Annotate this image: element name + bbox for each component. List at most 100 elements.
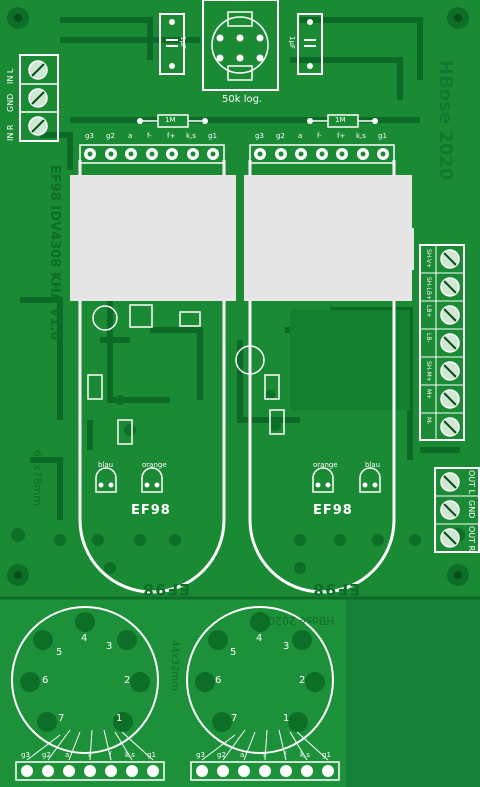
socket1-row-g1: g1 <box>147 751 156 759</box>
tube-pin-rows <box>79 144 395 164</box>
mirror-tube-label-right: EF98 <box>312 580 361 599</box>
tube2-pin-ks: k,s <box>356 132 366 140</box>
tube1-pin-ks: k,s <box>186 132 196 140</box>
socket1-row-ks: k,s <box>125 751 135 759</box>
tube2-pin-g3: g3 <box>255 132 264 140</box>
socket2-pin-2: 2 <box>299 675 306 686</box>
socket1-pin-3: 3 <box>106 641 113 652</box>
label-sticker-left <box>70 175 236 301</box>
potentiometer <box>202 0 279 91</box>
grid-resistor-left <box>137 114 208 128</box>
ground-pour <box>290 310 410 410</box>
cap-label-right: 1µF <box>288 36 296 49</box>
led-pads <box>98 482 378 488</box>
heater-label-shlb: SH-LB+ <box>425 277 432 300</box>
tube1-name: EF98 <box>131 503 171 518</box>
mirror-bottom-title: HBose 2020 <box>268 614 335 627</box>
tube1-pin-g2: g2 <box>106 132 115 140</box>
mounting-holes <box>7 7 469 586</box>
resistor-label-right: 1M <box>335 116 346 124</box>
socket2-row-a: a <box>240 751 245 759</box>
dims-left: 64x78mm <box>31 450 44 506</box>
socket1-pin-6: 6 <box>42 675 49 686</box>
heater-label-m-plus: M+ <box>425 389 432 400</box>
socket1-row-f2: f <box>109 751 112 759</box>
socket1-pin-2: 2 <box>124 675 131 686</box>
board-title: HBose 2020 <box>435 60 456 181</box>
socket-leads <box>26 729 329 761</box>
socket2-pin-5: 5 <box>230 647 237 658</box>
socket1-pin-1: 1 <box>116 713 123 724</box>
gnd-in-label: GND <box>6 93 15 112</box>
socket-pads <box>20 612 325 732</box>
tube2-led-left: orange <box>313 461 338 469</box>
heater-label-lb-plus: LB+ <box>425 305 432 318</box>
socket2-pin-3: 3 <box>283 641 290 652</box>
resistor-label-left: 1M <box>165 116 176 124</box>
pot-label: 50k log. <box>222 94 263 105</box>
socket2-row-f2: f <box>284 751 287 759</box>
capacitor-right <box>297 13 323 75</box>
heater-label-shm: SH-M+ <box>425 361 432 382</box>
leds <box>95 467 381 493</box>
socket1-row-g3: g3 <box>21 751 30 759</box>
socket1-pin-7: 7 <box>58 713 65 724</box>
small-components <box>87 304 285 445</box>
tube1-pin-f-minus: f- <box>147 132 152 140</box>
socket-outlines <box>11 606 334 754</box>
socket2-row-f1: f <box>263 751 266 759</box>
mirror-board-title: EF98 IDV4308 KHA V1.0 <box>47 165 62 341</box>
socket2-row-g2: g2 <box>217 751 226 759</box>
output-terminal <box>434 467 480 553</box>
label-sticker-right <box>244 175 412 301</box>
cap-label-left: 1µF <box>179 36 187 49</box>
tube-outlines <box>78 160 396 594</box>
socket2-pin-4: 4 <box>256 633 263 644</box>
tube1-pin-g3: g3 <box>85 132 94 140</box>
socket2-row-g3: g3 <box>196 751 205 759</box>
tube1-pin-f-plus: f+ <box>167 132 176 140</box>
tube2-pin-f-minus: f- <box>317 132 322 140</box>
heater-terminal <box>419 244 465 441</box>
heater-label-shv: SH-V+ <box>425 249 432 269</box>
socket-panel <box>0 598 346 787</box>
mirror-tube-label-left: EF98 <box>142 580 191 599</box>
socket-pin-rows <box>15 761 340 781</box>
socket1-pin-5: 5 <box>56 647 63 658</box>
socket2-pin-7: 7 <box>231 713 238 724</box>
gnd-out-label: GND <box>467 500 476 519</box>
tube2-name: EF98 <box>313 503 353 518</box>
in-l-label: IN L <box>6 68 15 84</box>
tube2-pin-f-plus: f+ <box>337 132 346 140</box>
socket-row-pads <box>21 765 334 777</box>
dims-bottom: 44x32mm <box>169 640 180 691</box>
socket2-row-g1: g1 <box>322 751 331 759</box>
socket1-row-f1: f <box>88 751 91 759</box>
tube1-pin-a: a <box>128 132 133 140</box>
vias <box>54 390 421 574</box>
capacitor-left <box>159 13 185 75</box>
socket1-row-a: a <box>65 751 70 759</box>
tube2-pin-g2: g2 <box>276 132 285 140</box>
socket2-pin-6: 6 <box>215 675 222 686</box>
heater-label-lb-minus: LB- <box>425 333 432 343</box>
grid-resistor-right <box>307 114 378 128</box>
heater-label-m-minus: M- <box>425 417 432 425</box>
socket1-row-g2: g2 <box>42 751 51 759</box>
socket1-pin-4: 4 <box>81 633 88 644</box>
socket2-pin-1: 1 <box>283 713 290 724</box>
tube1-pin-g1: g1 <box>208 132 217 140</box>
tube2-led-right: blau <box>365 461 381 469</box>
input-terminal <box>19 54 59 142</box>
out-l-label: OUT L <box>467 470 476 495</box>
tube1-led-left: blau <box>98 461 114 469</box>
socket2-row-ks: k,s <box>300 751 310 759</box>
tube2-pin-a: a <box>298 132 303 140</box>
tube-pad-holes <box>87 151 386 157</box>
out-r-label: OUT R <box>467 526 476 552</box>
in-r-label: IN R <box>6 124 15 141</box>
tube2-pin-g1: g1 <box>378 132 387 140</box>
tube1-led-right: orange <box>142 461 167 469</box>
